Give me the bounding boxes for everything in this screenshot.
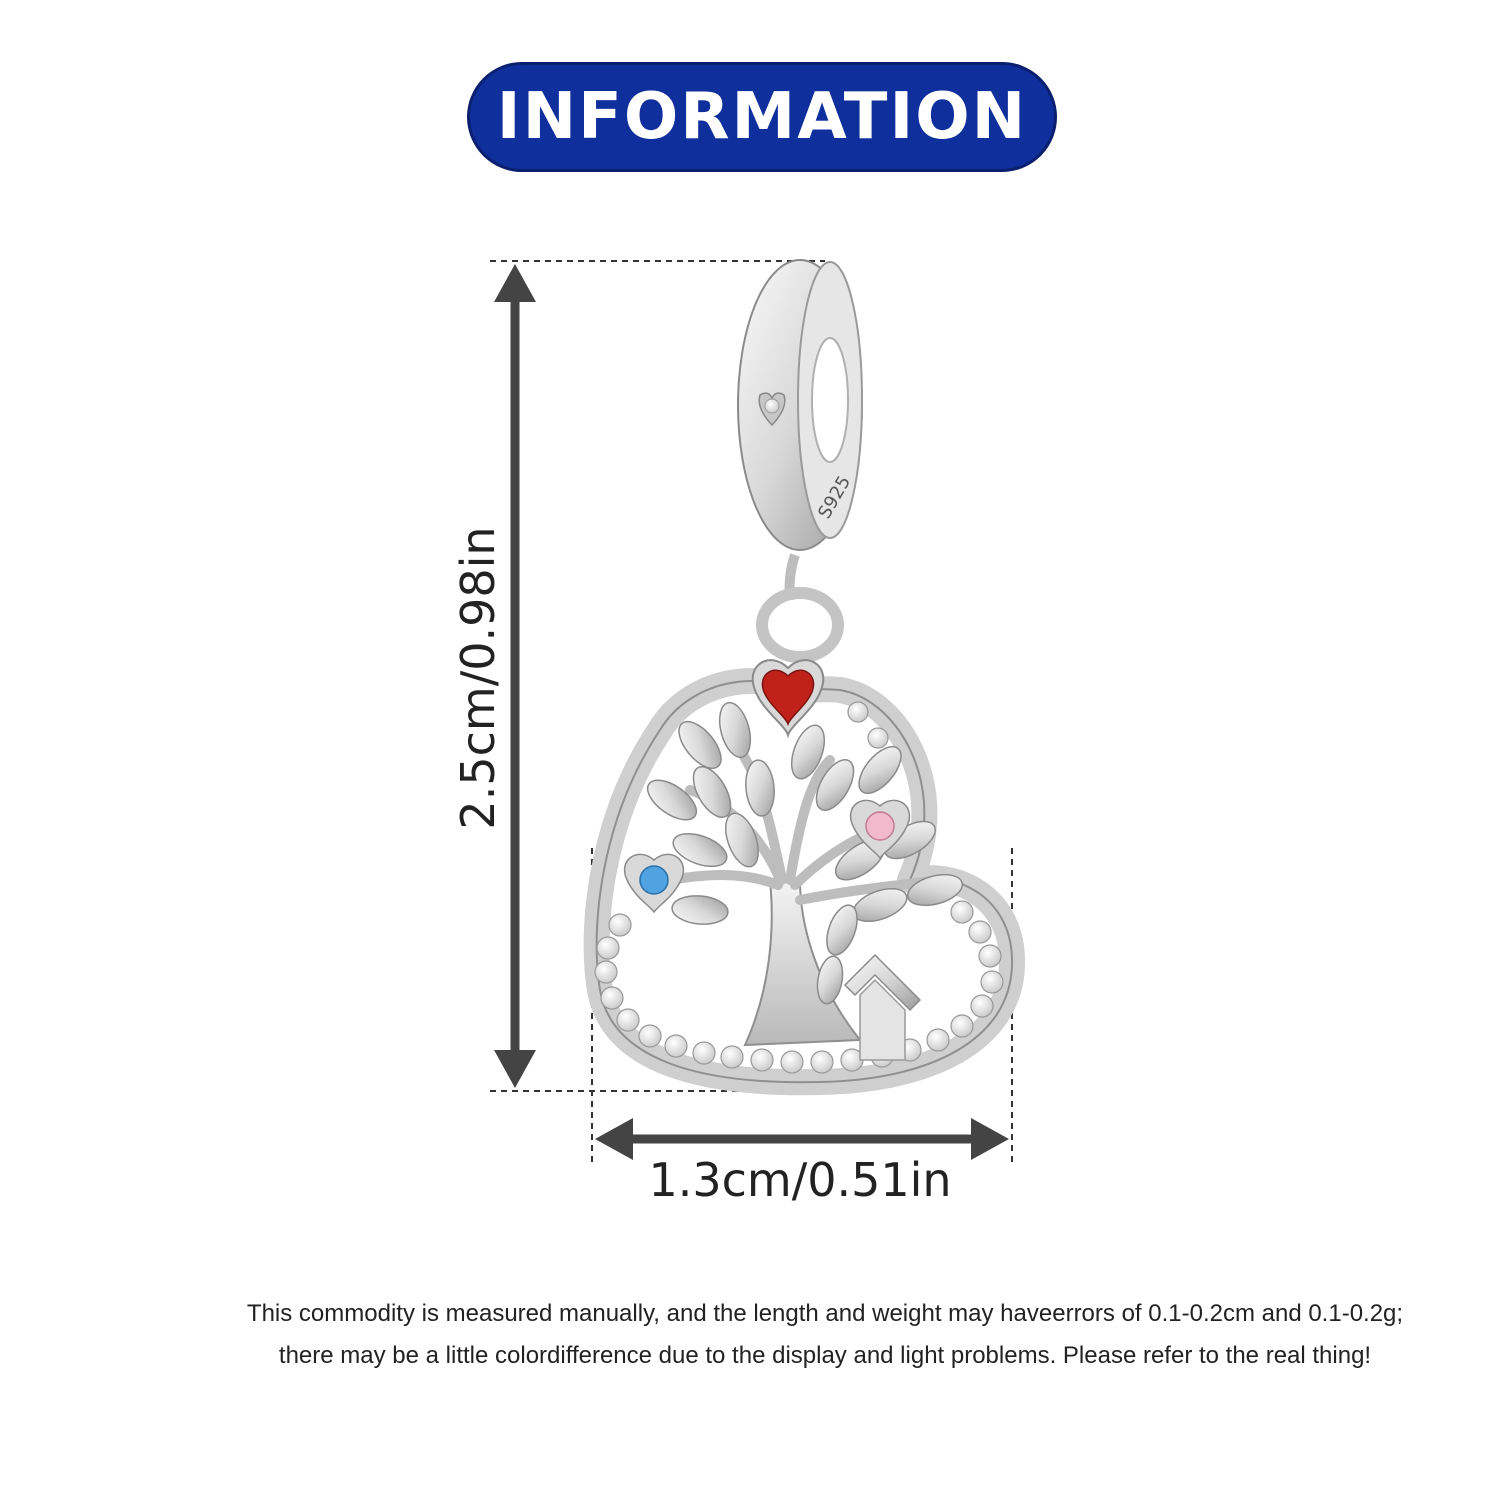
width-label: 1.3cm/0.51in	[648, 1153, 952, 1207]
tree-trunk	[743, 879, 863, 1047]
jump-ring	[756, 587, 844, 663]
blue-stone	[639, 865, 669, 895]
width-arrow-right-head	[971, 1118, 1009, 1160]
bail-ring: S925	[737, 259, 863, 551]
banner-title: INFORMATION	[496, 80, 1028, 154]
pink-stone	[865, 811, 895, 841]
height-label: 2.5cm/0.98in	[451, 526, 505, 830]
heart-frame-outline	[595, 680, 1014, 1084]
charm: S925	[583, 259, 1026, 1096]
house-roof	[843, 953, 922, 1012]
width-arrow-left-head	[595, 1118, 633, 1160]
disclaimer: This commodity is measured manually, and…	[160, 1293, 1490, 1377]
house-body	[859, 978, 906, 1061]
red-heart-stone	[761, 669, 815, 727]
height-dimension	[490, 260, 825, 1092]
disclaimer-line-1: This commodity is measured manually, and…	[246, 1300, 1404, 1327]
height-arrow-up-head	[494, 264, 536, 302]
height-arrow-down-head	[494, 1050, 536, 1088]
information-banner: INFORMATION	[467, 62, 1057, 172]
disclaimer-line-2: there may be a little colordifference du…	[278, 1342, 1372, 1369]
